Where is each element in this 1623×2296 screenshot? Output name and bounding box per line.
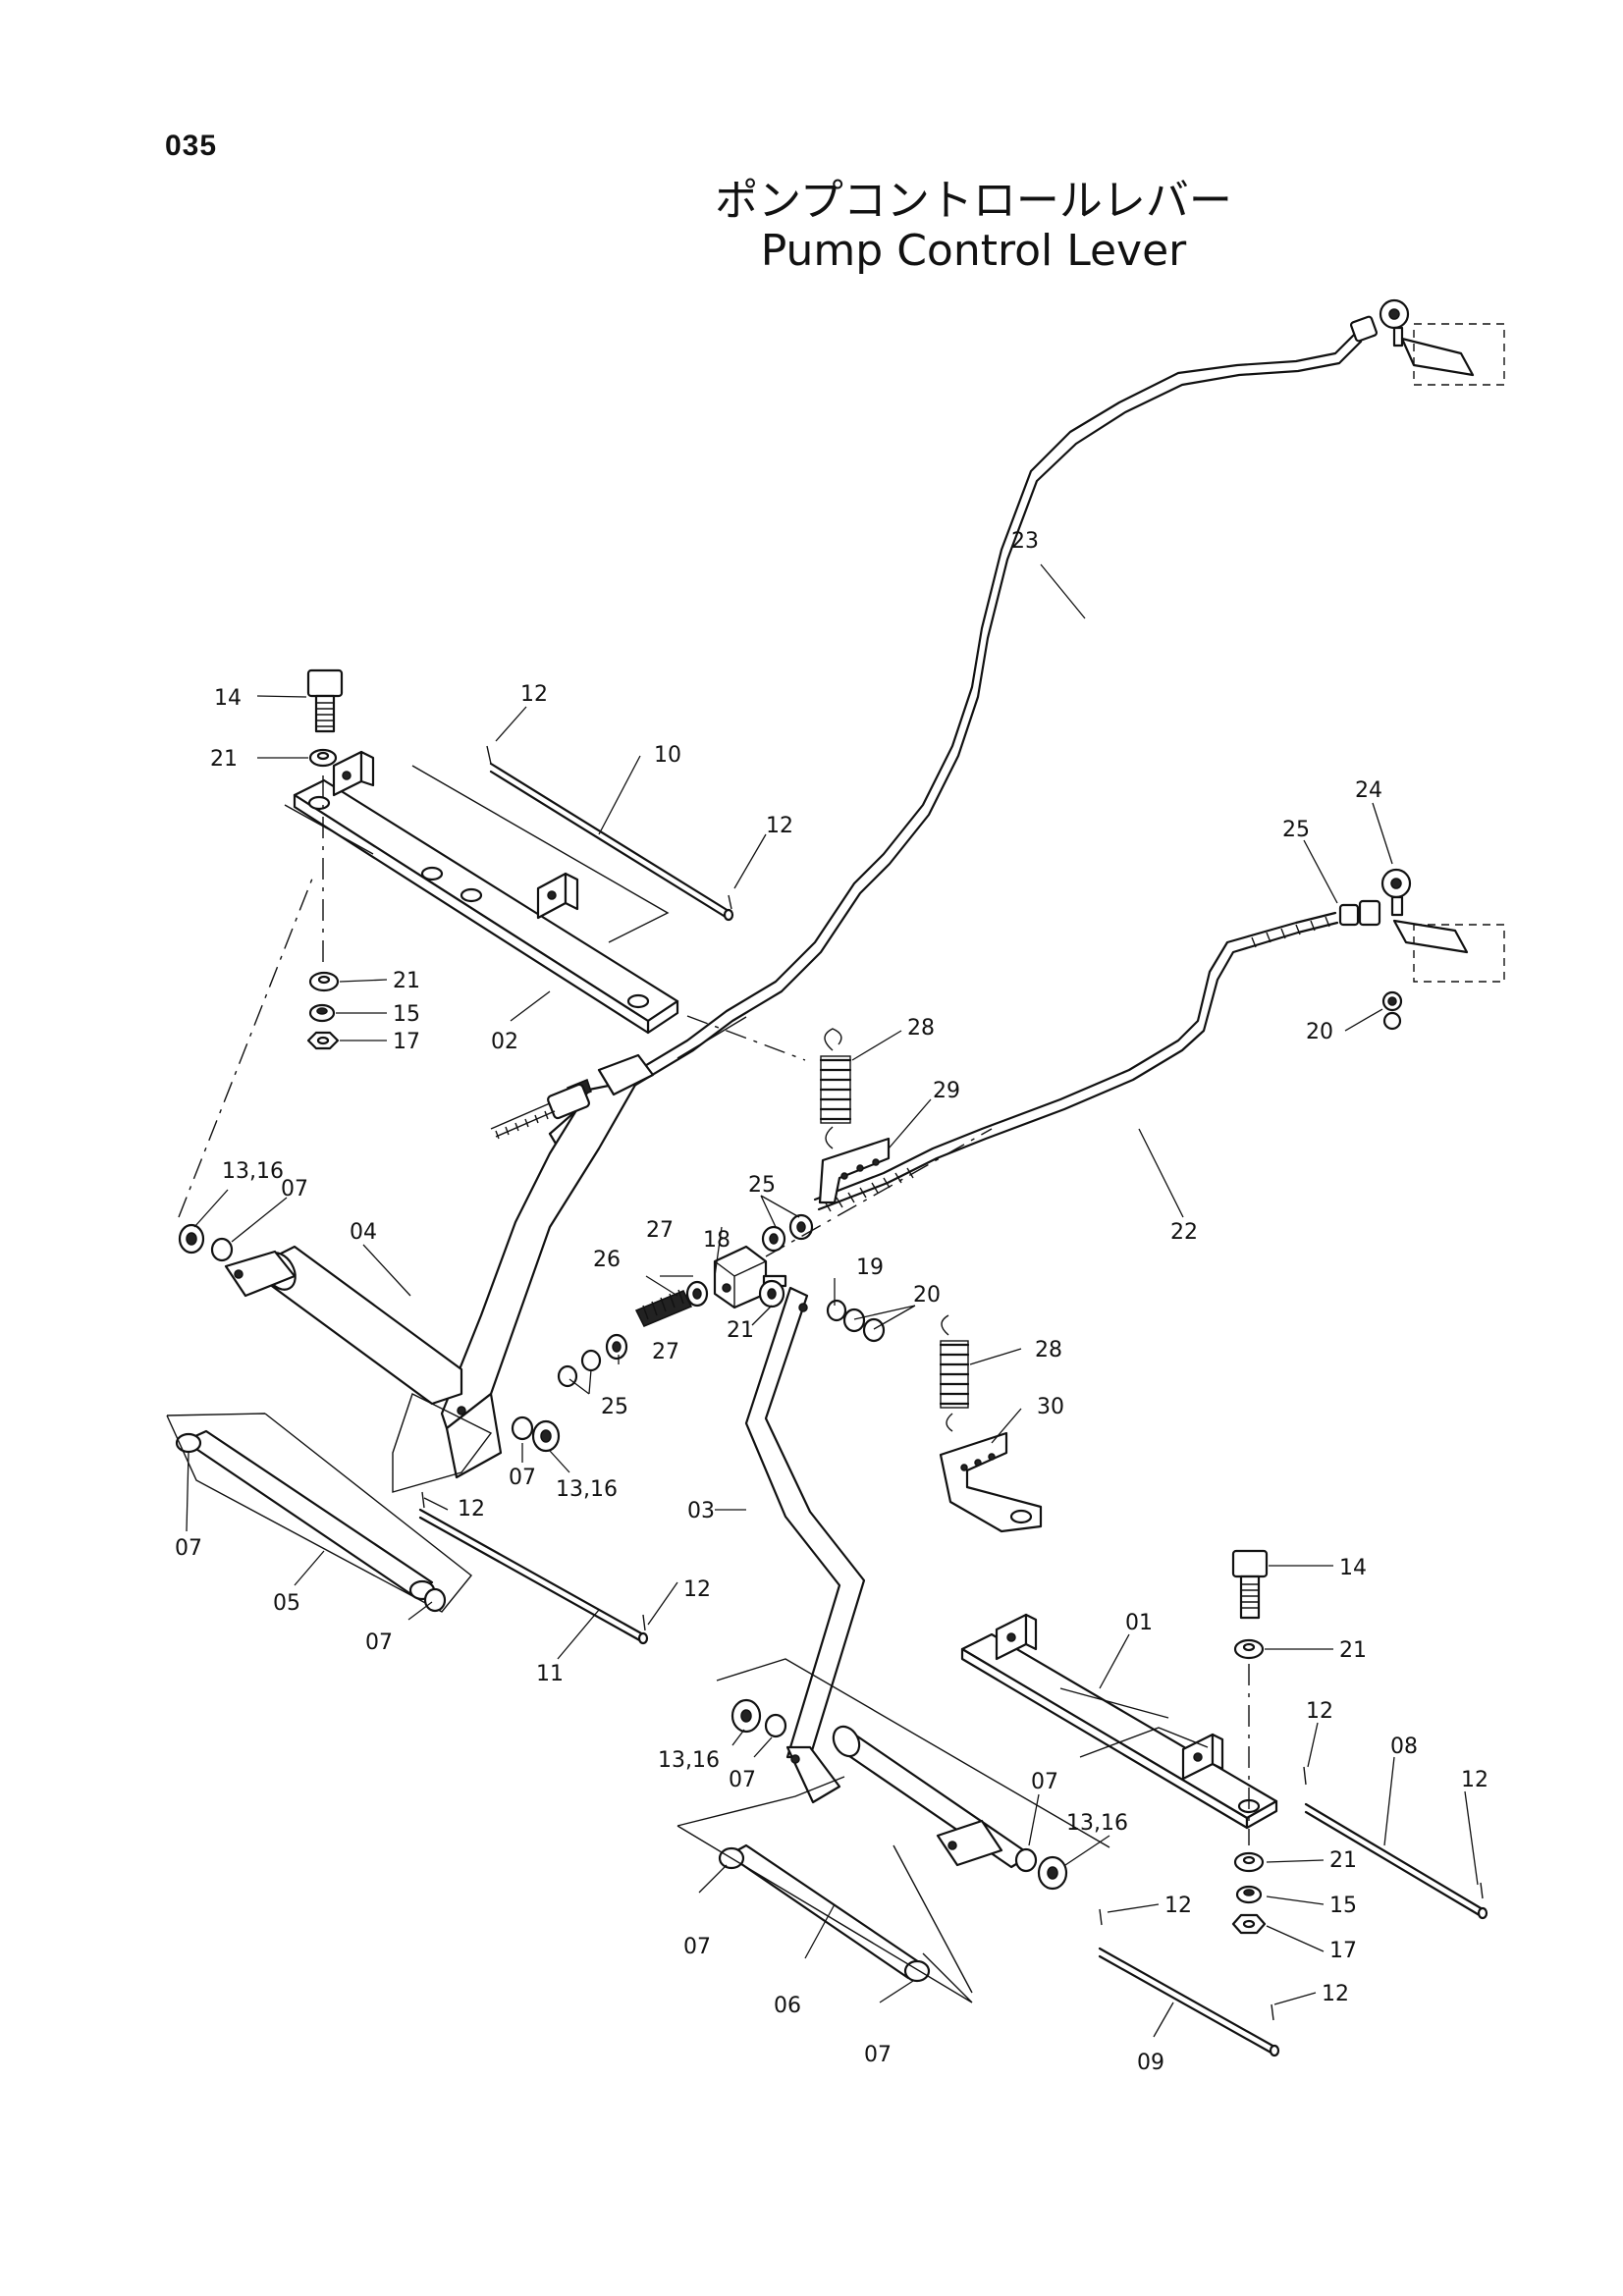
callout-22: 22: [1170, 1220, 1198, 1245]
callout-15: 15: [393, 1002, 420, 1027]
callout-26: 26: [593, 1248, 621, 1272]
callout-21: 21: [727, 1318, 754, 1343]
rod-23: [548, 332, 1363, 1146]
callout-21: 21: [210, 747, 238, 772]
lever-03-assembly: [676, 1286, 1110, 2003]
callout-labels: 23 14 12 21 10 12 24 25 21 15 17 02 28 2…: [175, 529, 1488, 2075]
callout-07: 07: [683, 1935, 711, 1959]
bolt-14-lower: [1231, 1549, 1269, 1935]
callout-08: 08: [1390, 1735, 1418, 1759]
page-number: 035: [165, 130, 218, 162]
bracket-02: [284, 750, 679, 1035]
callout-12: 12: [683, 1577, 711, 1602]
rod-09: [1098, 1908, 1280, 2057]
title-japanese: ポンプコントロールレバー: [715, 176, 1232, 226]
callout-12: 12: [458, 1497, 485, 1522]
callout-04: 04: [350, 1220, 377, 1245]
callout-07: 07: [281, 1177, 308, 1201]
callout-19: 19: [856, 1255, 884, 1280]
callout-21: 21: [1329, 1848, 1357, 1873]
callout-13-16: 13,16: [556, 1477, 618, 1502]
callout-21: 21: [393, 969, 420, 993]
callout-18: 18: [703, 1228, 730, 1253]
callout-28: 28: [907, 1016, 935, 1041]
callout-13-16: 13,16: [1066, 1811, 1128, 1836]
callout-14: 14: [214, 686, 242, 711]
callout-29: 29: [933, 1079, 960, 1103]
callout-12: 12: [1164, 1894, 1192, 1918]
callout-07: 07: [729, 1768, 756, 1792]
callout-05: 05: [273, 1591, 300, 1616]
washer-nut-stack-upper: [306, 775, 340, 1050]
callout-14: 14: [1339, 1556, 1367, 1580]
callout-20: 20: [1306, 1020, 1333, 1044]
callout-28: 28: [1035, 1338, 1062, 1362]
callout-23: 23: [1011, 529, 1039, 554]
callout-09: 09: [1137, 2051, 1164, 2075]
callout-12: 12: [1461, 1768, 1488, 1792]
rod-end-24: [1338, 868, 1505, 1031]
callout-13-16: 13,16: [222, 1159, 284, 1184]
callout-27: 27: [652, 1340, 679, 1364]
bolt-14-upper: [306, 668, 344, 768]
rod-11: [392, 1393, 649, 1645]
callout-07: 07: [1031, 1770, 1058, 1794]
callout-20: 20: [913, 1283, 941, 1308]
callout-07: 07: [509, 1466, 536, 1490]
bracket-01: [960, 1613, 1278, 1830]
callout-12: 12: [1322, 1982, 1349, 2006]
callout-11: 11: [536, 1662, 564, 1686]
callout-27: 27: [646, 1218, 674, 1243]
callout-02: 02: [491, 1030, 518, 1054]
callout-12: 12: [1306, 1699, 1333, 1724]
callout-07: 07: [175, 1536, 202, 1561]
callout-25: 25: [601, 1395, 628, 1419]
callout-25: 25: [1282, 818, 1310, 842]
rod-22: [813, 911, 1339, 1212]
callout-03: 03: [687, 1499, 715, 1523]
callout-06: 06: [774, 1994, 801, 2018]
callout-12: 12: [520, 682, 548, 707]
callout-24: 24: [1355, 778, 1382, 803]
callout-10: 10: [654, 743, 681, 768]
rod-end-23: [1349, 298, 1505, 386]
leader-lines: [186, 563, 1479, 2038]
callout-21: 21: [1339, 1638, 1367, 1663]
callout-25: 25: [748, 1173, 776, 1198]
callout-07: 07: [365, 1630, 393, 1655]
callout-13-16: 13,16: [658, 1748, 720, 1773]
title-english: Pump Control Lever: [760, 226, 1187, 276]
callout-17: 17: [1329, 1939, 1357, 1963]
rod-08: [1303, 1766, 1488, 1920]
callout-17: 17: [393, 1030, 420, 1054]
lever-04-assembly: [166, 873, 655, 1613]
rod-10: [486, 745, 734, 922]
springs-and-block: [557, 1015, 1043, 1533]
callout-15: 15: [1329, 1894, 1357, 1918]
callout-07: 07: [864, 2043, 892, 2067]
callout-30: 30: [1037, 1395, 1064, 1419]
callout-01: 01: [1125, 1611, 1153, 1635]
callout-12: 12: [766, 814, 793, 838]
